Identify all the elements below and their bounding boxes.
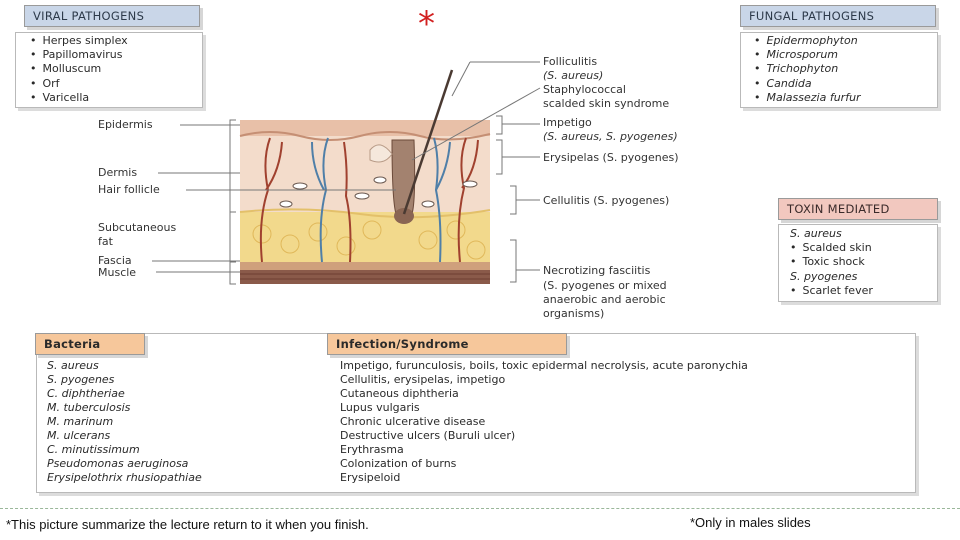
label-fascia: Fascia [98, 254, 132, 267]
table-cell-bacteria: M. ulcerans [47, 429, 111, 442]
fungal-pathogen-item: Microsporum [754, 48, 861, 62]
table-cell-bacteria: Pseudomonas aeruginosa [47, 457, 189, 470]
label-cellulitis: Cellulitis (S. pyogenes) [543, 194, 670, 207]
viral-pathogen-item: Varicella [30, 91, 128, 105]
footer-divider [0, 508, 960, 509]
label-folliculitis-agent: (S. aureus) [543, 69, 604, 82]
toxin-syndrome-item: Toxic shock [790, 255, 873, 269]
table-cell-bacteria: M. tuberculosis [47, 401, 131, 414]
label-fat: fat [98, 235, 113, 248]
table-header-infection: Infection/Syndrome [327, 333, 567, 355]
label-dermis: Dermis [98, 166, 138, 179]
label-folliculitis: Folliculitis [543, 55, 598, 68]
toxin-mediated-title: TOXIN MEDIATED [778, 198, 938, 220]
fungal-pathogen-item: Malassezia furfur [754, 91, 861, 105]
toxin-organism-item: S. pyogenes [790, 269, 858, 283]
viral-pathogen-item: Orf [30, 77, 128, 91]
label-nf-line3: anaerobic and aerobic [543, 293, 666, 306]
label-muscle: Muscle [98, 266, 137, 279]
table-cell-bacteria: C. diphtheriae [47, 387, 125, 400]
table-cell-infection: Lupus vulgaris [340, 401, 420, 414]
toxin-syndrome-item: Scalded skin [790, 241, 873, 255]
fungal-pathogen-item: Epidermophyton [754, 34, 861, 48]
table-cell-bacteria: Erysipelothrix rhusiopathiae [47, 471, 202, 484]
label-hair-follicle: Hair follicle [98, 183, 160, 196]
label-erysipelas: Erysipelas (S. pyogenes) [543, 151, 679, 164]
fungal-pathogens-list: EpidermophytonMicrosporumTrichophytonCan… [754, 34, 861, 105]
viral-pathogens-title: VIRAL PATHOGENS [24, 5, 200, 27]
label-epidermis: Epidermis [98, 118, 153, 131]
table-infection-column: Impetigo, furunculosis, boils, toxic epi… [340, 359, 748, 485]
label-nf-line4: organisms) [543, 307, 605, 320]
table-cell-infection: Destructive ulcers (Buruli ulcer) [340, 429, 516, 442]
footer-note-left: *This picture summarize the lecture retu… [6, 517, 369, 532]
asterisk-mark: * [418, 4, 435, 44]
table-cell-infection: Colonization of burns [340, 457, 457, 470]
table-cell-infection: Impetigo, furunculosis, boils, toxic epi… [340, 359, 748, 372]
fungal-pathogen-item: Candida [754, 77, 861, 91]
table-cell-bacteria: M. marinum [47, 415, 114, 428]
label-nf-line2: (S. pyogenes or mixed [543, 279, 667, 292]
table-cell-infection: Chronic ulcerative disease [340, 415, 486, 428]
table-cell-infection: Cellulitis, erysipelas, impetigo [340, 373, 506, 386]
fungal-pathogen-item: Trichophyton [754, 62, 861, 76]
label-scalded-skin-syndrome: scalded skin syndrome [543, 97, 670, 110]
label-staphylococcal: Staphylococcal [543, 83, 626, 96]
table-cell-infection: Cutaneous diphtheria [340, 387, 459, 400]
footer-note-right: *Only in males slides [690, 515, 811, 530]
table-header-bacteria: Bacteria [35, 333, 145, 355]
fungal-pathogens-title: FUNGAL PATHOGENS [740, 5, 936, 27]
viral-pathogens-list: Herpes simplexPapillomavirusMolluscumOrf… [30, 34, 128, 105]
table-cell-bacteria: S. pyogenes [47, 373, 115, 386]
table-cell-bacteria: C. minutissimum [47, 443, 140, 456]
table-cell-infection: Erythrasma [340, 443, 404, 456]
viral-pathogen-item: Herpes simplex [30, 34, 128, 48]
label-subcutaneous: Subcutaneous [98, 221, 177, 234]
table-cell-infection: Erysipeloid [340, 471, 401, 484]
toxin-syndrome-item: Scarlet fever [790, 284, 873, 298]
label-necrotizing-fasciitis: Necrotizing fasciitis [543, 264, 651, 277]
label-impetigo: Impetigo [543, 116, 592, 129]
toxin-organism-item: S. aureus [790, 227, 842, 240]
viral-pathogen-item: Papillomavirus [30, 48, 128, 62]
label-impetigo-agent: (S. aureus, S. pyogenes) [543, 130, 678, 143]
table-cell-bacteria: S. aureus [47, 359, 99, 372]
viral-pathogen-item: Molluscum [30, 62, 128, 76]
bacteria-table [36, 333, 916, 493]
